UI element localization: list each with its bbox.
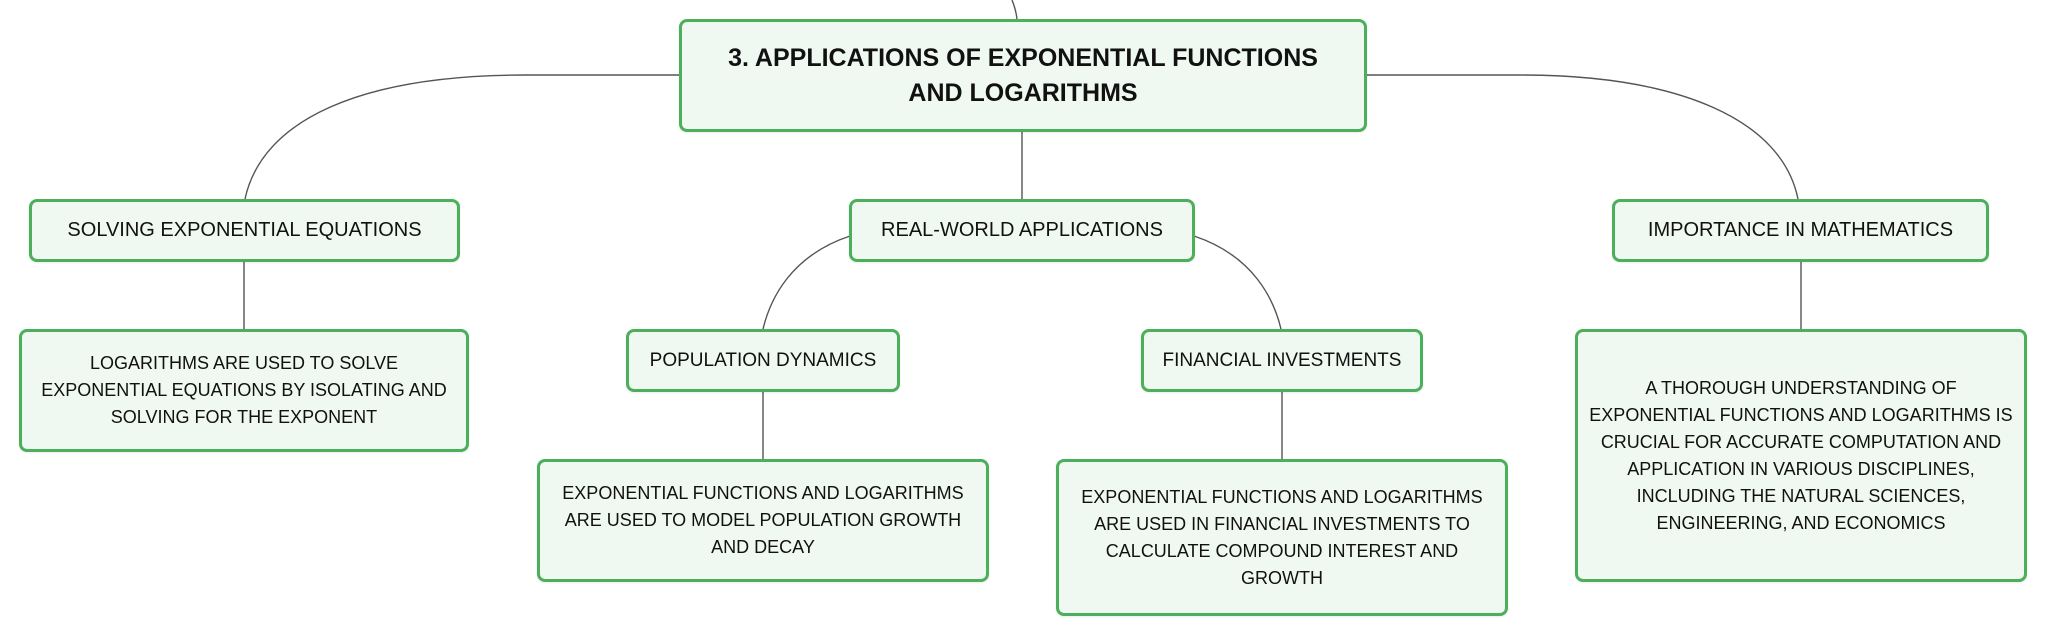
subbranch-financial-investments[interactable]: FINANCIAL INVESTMENTS (1141, 329, 1423, 392)
branch-importance-in-mathematics[interactable]: IMPORTANCE IN MATHEMATICS (1612, 199, 1989, 262)
branch-real-world-applications[interactable]: REAL-WORLD APPLICATIONS (849, 199, 1195, 262)
branch-label: REAL-WORLD APPLICATIONS (881, 219, 1163, 241)
root-title: 3. APPLICATIONS OF EXPONENTIAL FUNCTIONS… (728, 43, 1318, 107)
detail-text: LOGARITHMS ARE USED TO SOLVE EXPONENTIAL… (41, 353, 447, 427)
subbranch-label: POPULATION DYNAMICS (649, 349, 877, 371)
root-node[interactable]: 3. APPLICATIONS OF EXPONENTIAL FUNCTIONS… (679, 19, 1367, 132)
branch-label: SOLVING EXPONENTIAL EQUATIONS (67, 219, 422, 241)
detail-population-dynamics[interactable]: EXPONENTIAL FUNCTIONS AND LOGARITHMS ARE… (537, 459, 989, 582)
connector-root-solving (244, 74, 680, 200)
detail-solving-exponential-equations[interactable]: LOGARITHMS ARE USED TO SOLVE EXPONENTIAL… (19, 329, 469, 452)
connector-root-importance (1366, 74, 1799, 200)
detail-text: EXPONENTIAL FUNCTIONS AND LOGARITHMS ARE… (1081, 486, 1483, 588)
detail-importance-in-mathematics[interactable]: A THOROUGH UNDERSTANDING OF EXPONENTIAL … (1575, 329, 2027, 582)
connector-realworld-population (762, 235, 851, 330)
detail-text: EXPONENTIAL FUNCTIONS AND LOGARITHMS ARE… (562, 483, 964, 557)
branch-solving-exponential-equations[interactable]: SOLVING EXPONENTIAL EQUATIONS (29, 199, 460, 262)
branch-label: IMPORTANCE IN MATHEMATICS (1647, 219, 1954, 241)
subbranch-label: FINANCIAL INVESTMENTS (1162, 349, 1402, 371)
detail-financial-investments[interactable]: EXPONENTIAL FUNCTIONS AND LOGARITHMS ARE… (1056, 459, 1508, 616)
connector-parent-root (1011, 0, 1018, 20)
connector-realworld-financial (1193, 235, 1282, 330)
subbranch-population-dynamics[interactable]: POPULATION DYNAMICS (626, 329, 900, 392)
detail-text: A THOROUGH UNDERSTANDING OF EXPONENTIAL … (1589, 377, 2013, 533)
